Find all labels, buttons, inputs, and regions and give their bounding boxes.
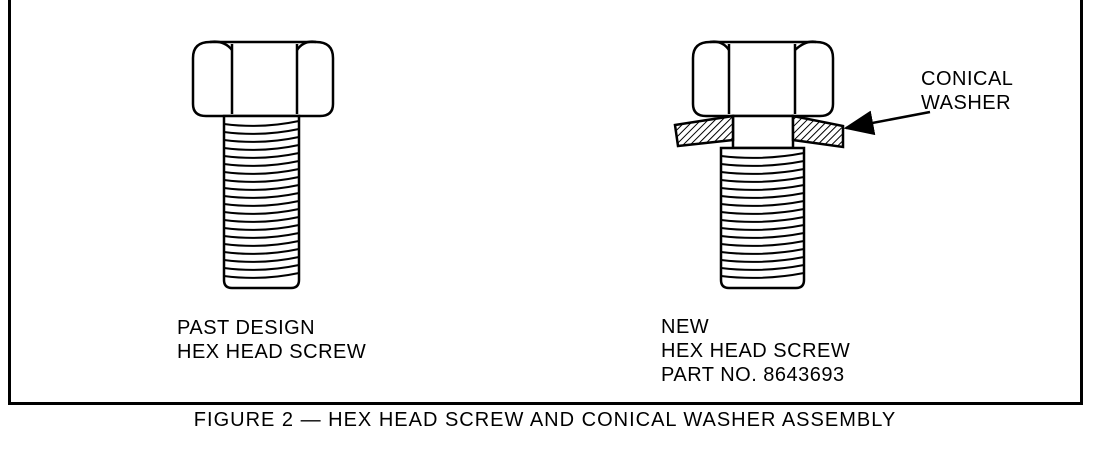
thread-line	[720, 160, 805, 167]
thread-line	[223, 120, 300, 127]
thread-line	[223, 248, 300, 255]
thread-line	[223, 200, 300, 207]
left-hex-head-screw	[191, 40, 335, 290]
thread-line	[720, 200, 805, 207]
thread-line	[720, 232, 805, 239]
thread-line	[720, 224, 805, 231]
thread-line	[223, 232, 300, 239]
thread-line	[720, 256, 805, 263]
thread-line	[223, 160, 300, 167]
thread-line	[223, 208, 300, 215]
right-label-line3: PART NO. 8643693	[661, 364, 845, 386]
thread-line	[223, 136, 300, 143]
thread-line	[223, 224, 300, 231]
callout-arrow	[843, 110, 931, 136]
thread-line	[223, 272, 300, 279]
thread-line	[223, 168, 300, 175]
thread-line	[223, 240, 300, 247]
thread-line	[223, 144, 300, 151]
thread-line	[720, 208, 805, 215]
thread-line	[720, 192, 805, 199]
left-label-line2: HEX HEAD SCREW	[177, 341, 367, 363]
right-label-line2: HEX HEAD SCREW	[661, 340, 851, 362]
thread-line	[223, 216, 300, 223]
conical-washer	[673, 114, 845, 149]
thread-line	[223, 192, 300, 199]
thread-line	[720, 248, 805, 255]
right-hex-head-screw	[691, 40, 835, 290]
thread-line	[223, 128, 300, 135]
right-label-line1: NEW	[661, 316, 710, 338]
thread-line	[223, 264, 300, 271]
thread-line	[223, 152, 300, 159]
callout-label-line1: CONICAL	[921, 68, 1014, 90]
thread-line	[720, 176, 805, 183]
left-label-line1: PAST DESIGN	[177, 317, 316, 339]
thread-line	[720, 152, 805, 159]
thread-line	[720, 184, 805, 191]
callout-label-line2: WASHER	[921, 92, 1012, 114]
thread-line	[720, 216, 805, 223]
thread-line	[720, 240, 805, 247]
thread-line	[720, 272, 805, 279]
thread-line	[223, 176, 300, 183]
thread-line	[720, 264, 805, 271]
figure-frame	[8, 0, 1083, 405]
thread-line	[223, 184, 300, 191]
thread-line	[720, 168, 805, 175]
thread-line	[223, 256, 300, 263]
figure-caption: FIGURE 2 — HEX HEAD SCREW AND CONICAL WA…	[193, 409, 897, 431]
